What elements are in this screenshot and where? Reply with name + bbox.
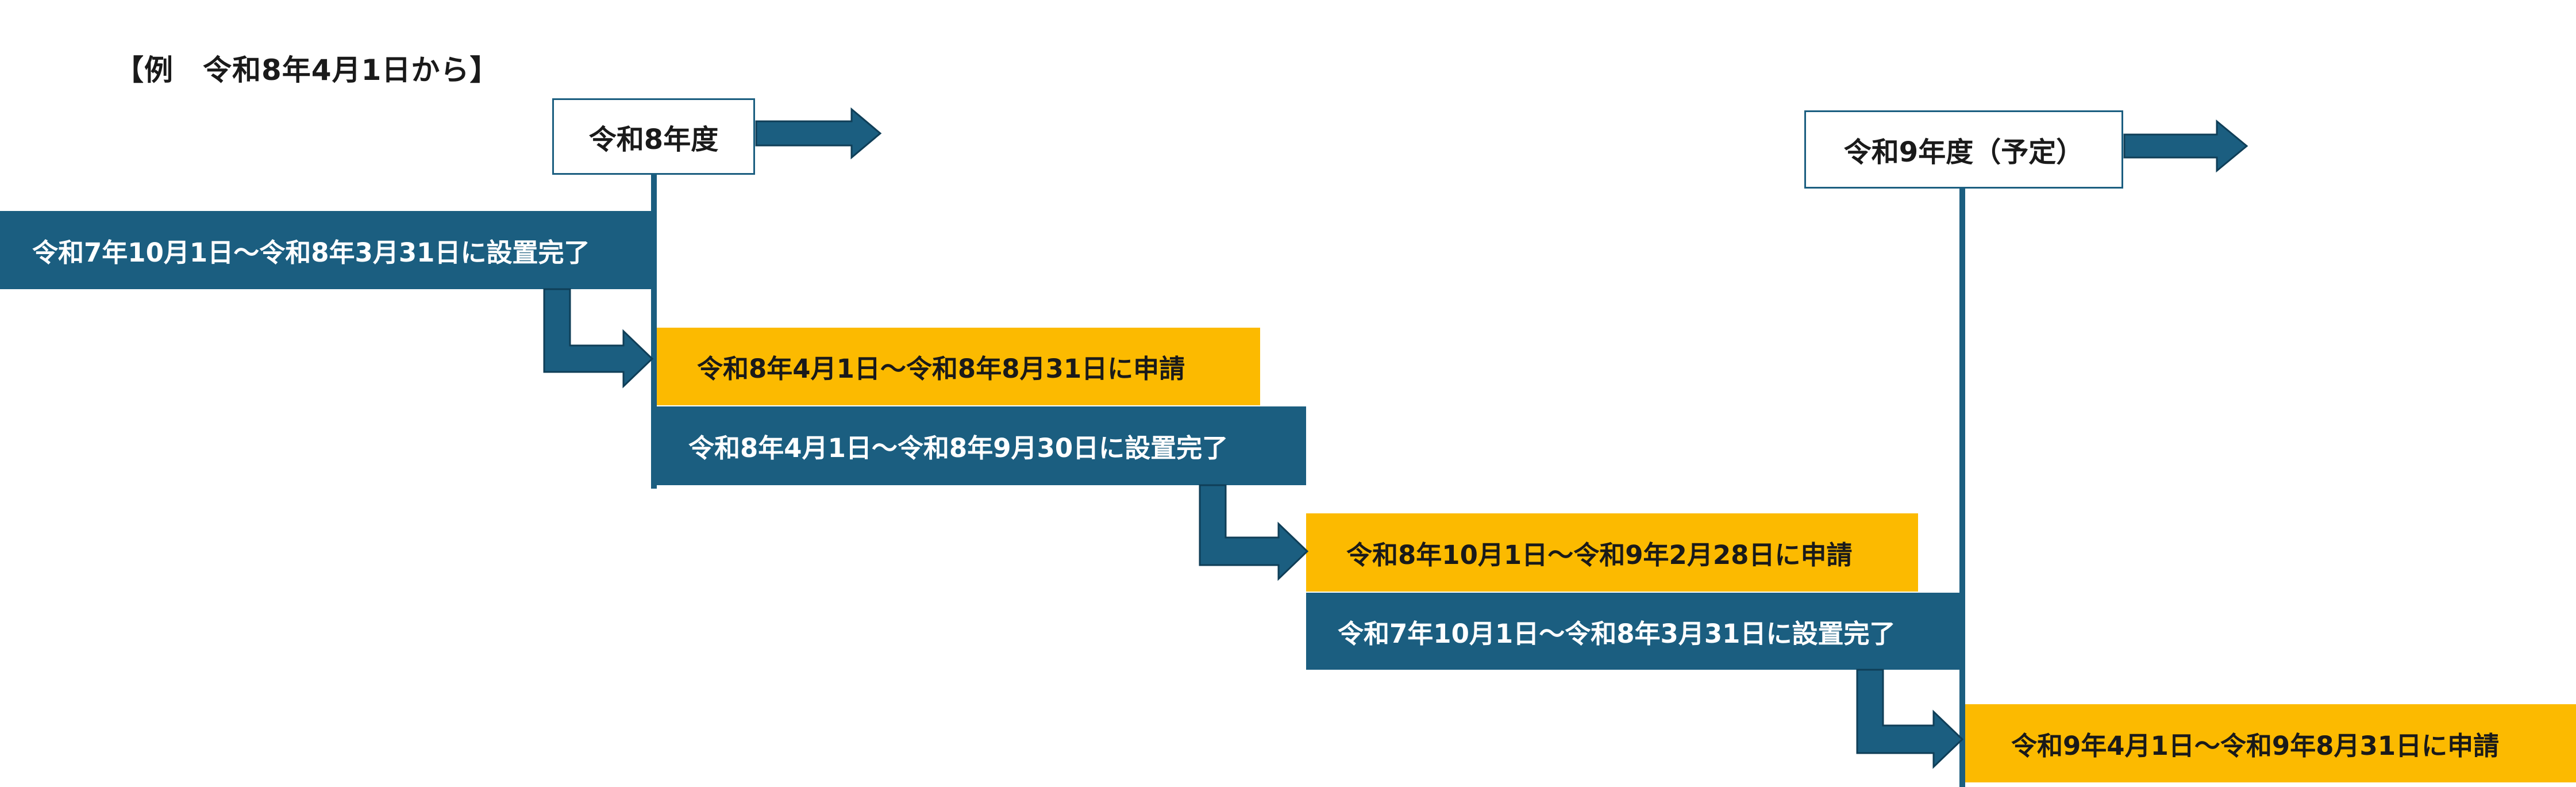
elbow-arrow-icon: [1856, 669, 1964, 769]
right-arrow-icon: [755, 107, 882, 160]
elbow-arrow-icon: [1199, 484, 1309, 581]
application-period-bar: 令和8年4月1日～令和8年8月31日に申請: [657, 328, 1260, 405]
fiscal-year-2027-box: 令和9年度（予定）: [1804, 110, 2123, 189]
install-period-bar: 令和8年4月1日～令和8年9月30日に設置完了: [651, 406, 1306, 485]
fiscal-year-2026-box: 令和8年度: [552, 98, 755, 175]
elbow-arrow-icon: [543, 288, 654, 389]
application-period-bar: 令和9年4月1日～令和9年8月31日に申請: [1965, 704, 2576, 782]
fy2026-divider-line: [651, 172, 657, 489]
example-title: 【例 令和8年4月1日から】: [115, 53, 499, 87]
application-period-bar: 令和8年10月1日～令和9年2月28日に申請: [1306, 513, 1918, 592]
right-arrow-icon: [2123, 119, 2248, 173]
bar-label: 令和8年4月1日～令和8年8月31日に申請: [697, 354, 1185, 384]
bar-label: 令和7年10月1日～令和8年3月31日に設置完了: [32, 237, 590, 268]
install-period-bar: 令和7年10月1日～令和8年3月31日に設置完了: [1306, 593, 1963, 670]
bar-label: 令和8年10月1日～令和9年2月28日に申請: [1346, 539, 1853, 570]
bar-label: 令和8年4月1日～令和8年9月30日に設置完了: [688, 433, 1229, 463]
bar-label: 令和9年4月1日～令和9年8月31日に申請: [2011, 730, 2500, 761]
year-label: 令和9年度（予定）: [1843, 136, 2084, 168]
bar-label: 令和7年10月1日～令和8年3月31日に設置完了: [1338, 618, 1896, 649]
year-label: 令和8年度: [588, 123, 719, 156]
install-period-bar: 令和7年10月1日～令和8年3月31日に設置完了: [0, 211, 654, 289]
fy2027-divider-line: [1959, 187, 1965, 787]
